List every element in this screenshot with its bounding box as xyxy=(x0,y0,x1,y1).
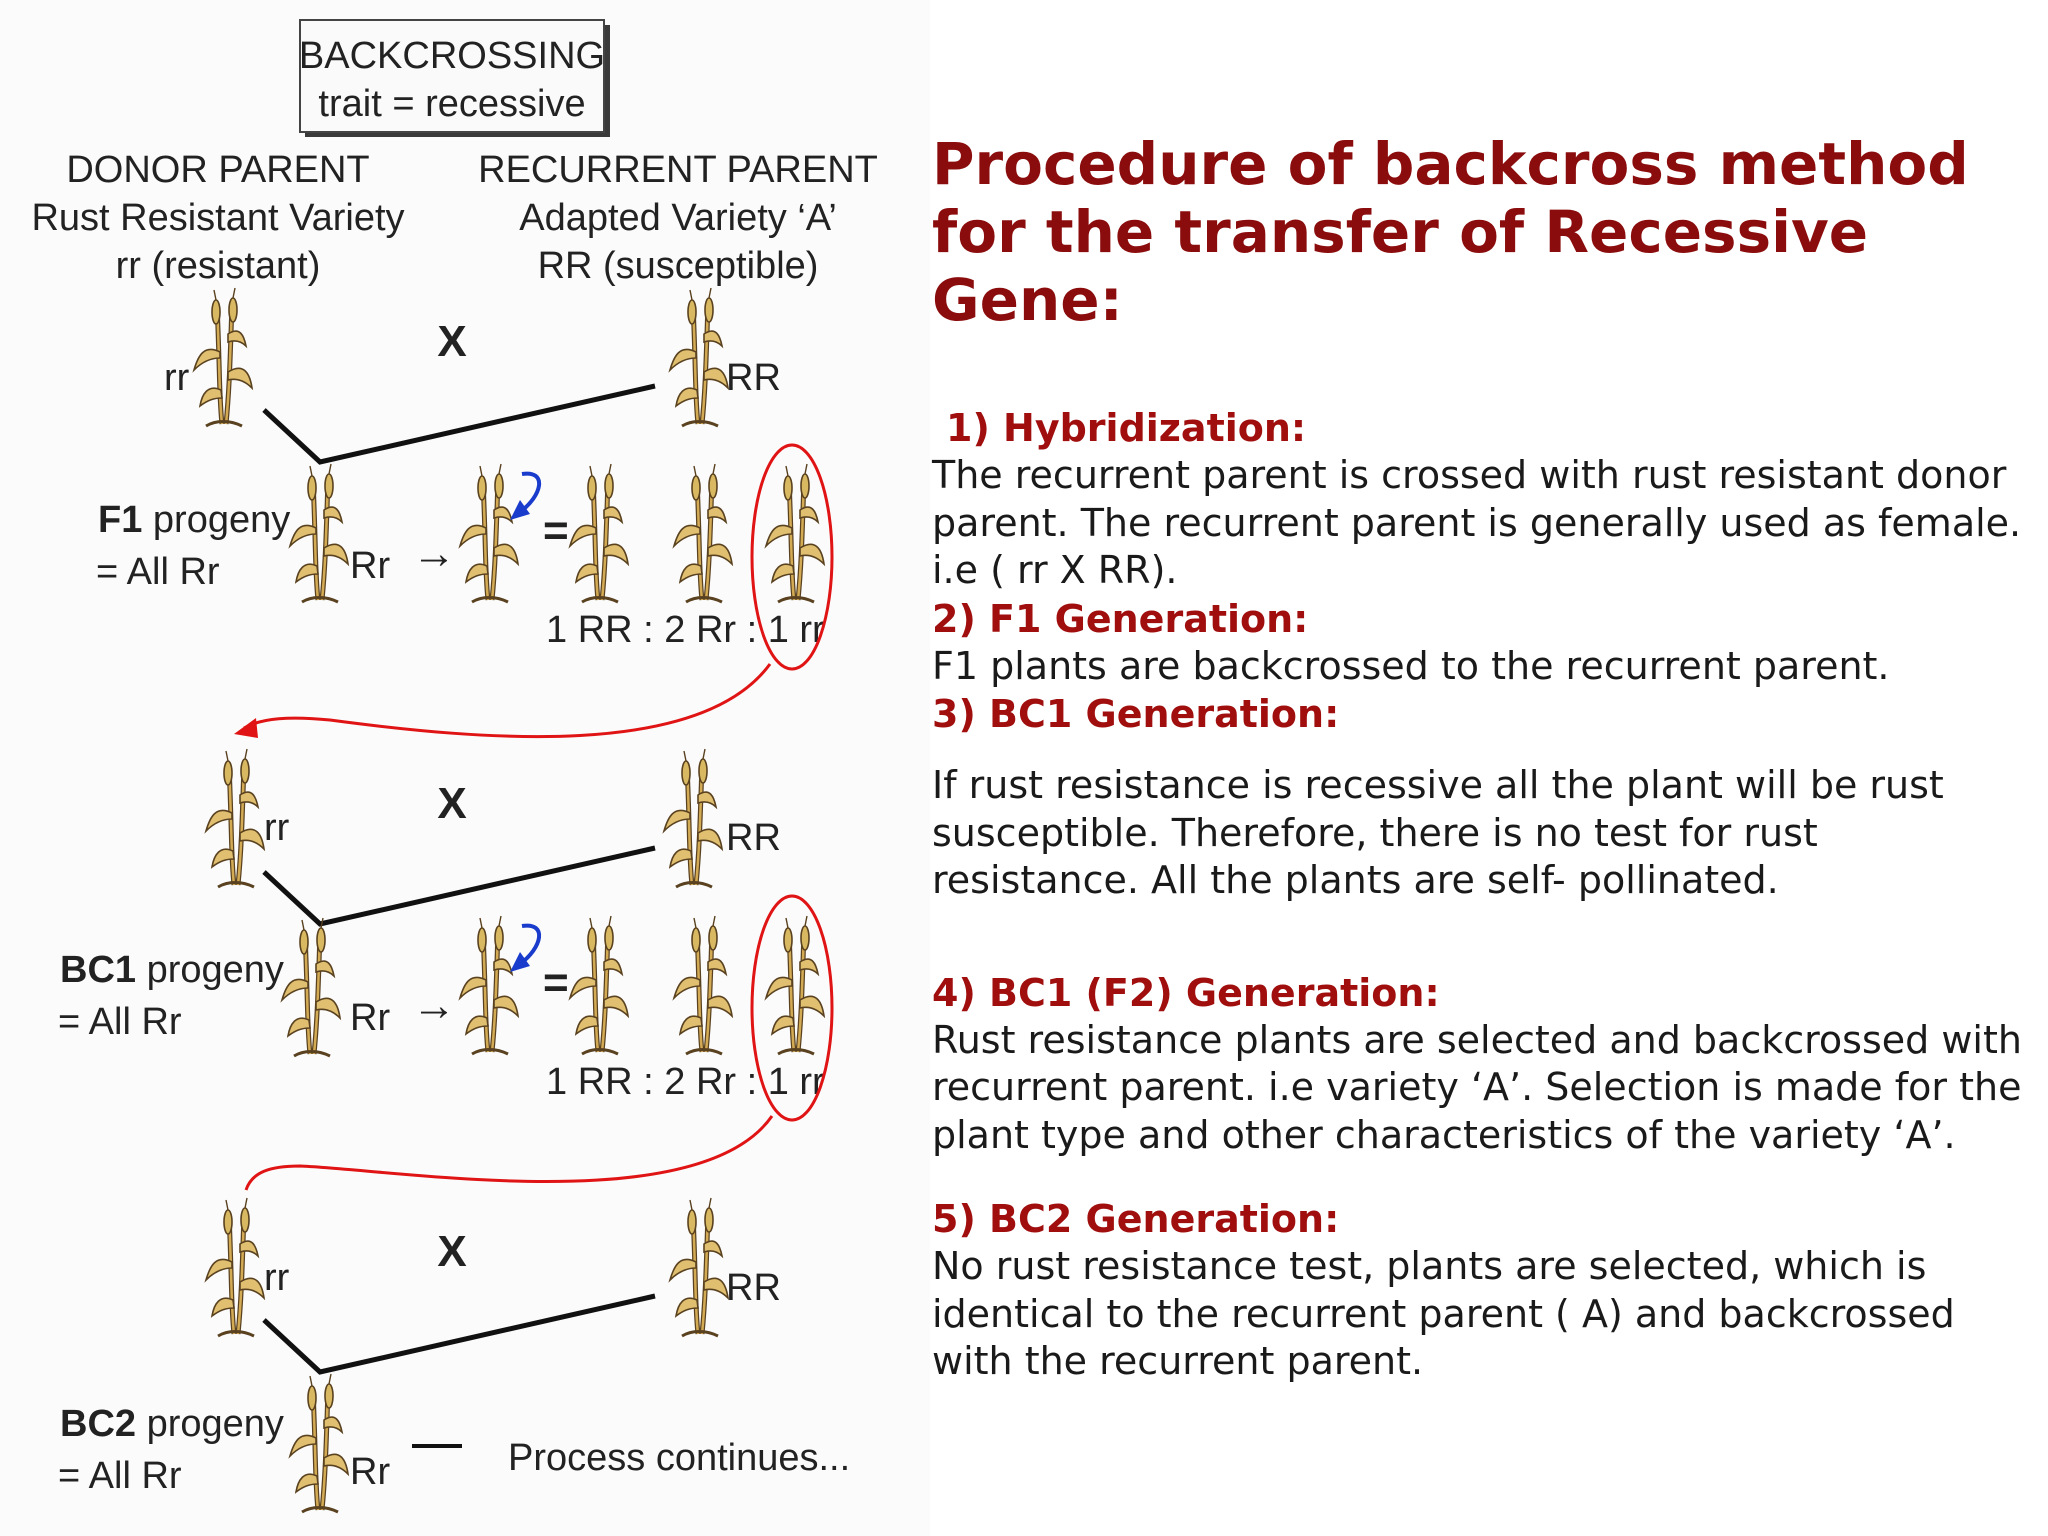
genotype-Rr: Rr xyxy=(350,1451,390,1493)
progeny-word: progeny xyxy=(147,1403,284,1445)
step-heading: 5) BC2 Generation: xyxy=(932,1197,1340,1241)
self-pollination-arrowhead xyxy=(510,500,530,520)
f1-all-rr: = All Rr xyxy=(96,551,220,593)
equals-symbol: = xyxy=(543,506,569,555)
recurrent-line1: Adapted Variety ‘A’ xyxy=(519,197,837,239)
donor-line1: Rust Resistant Variety xyxy=(31,197,404,239)
step-heading: 1) Hybridization: xyxy=(946,406,1307,450)
step-body: No rust resistance test, plants are sele… xyxy=(932,1244,1955,1383)
self-pollination-arrow xyxy=(518,471,542,514)
plant-icon xyxy=(570,464,628,602)
arrow-symbol: → xyxy=(412,529,456,578)
genotype-RR: RR xyxy=(726,817,781,859)
bc2-label: BC2 xyxy=(60,1403,136,1445)
selection-arrow xyxy=(244,1115,774,1191)
box-title: BACKCROSSING xyxy=(299,35,605,77)
plant-icon xyxy=(206,1198,264,1336)
self-pollination-arrow xyxy=(518,923,542,966)
page-title: Procedure of backcross method for the tr… xyxy=(932,130,1969,334)
plant-icon xyxy=(460,464,518,602)
progeny-word: progeny xyxy=(153,499,290,541)
bc1-all-rr: = All Rr xyxy=(58,1001,182,1043)
equals-symbol: = xyxy=(543,958,569,1007)
genotype-RR: RR xyxy=(726,357,781,399)
self-pollination-arrowhead xyxy=(510,952,530,972)
procedure-panel: Procedure of backcross method for the tr… xyxy=(932,130,2032,1386)
donor-line2: rr (resistant) xyxy=(116,245,321,287)
step-heading: 4) BC1 (F2) Generation: xyxy=(932,970,1440,1015)
step-body: The recurrent parent is crossed with rus… xyxy=(932,453,2022,592)
diagram-svg: BACKCROSSING trait = recessive DONOR PAR… xyxy=(31,19,878,1536)
genotype-Rr: Rr xyxy=(350,545,390,587)
segregation-ratio: 1 RR : 2 Rr : 1 rr xyxy=(546,1061,825,1103)
bc2-progeny-label: BC2 progeny xyxy=(60,1403,284,1445)
box-subtitle: trait = recessive xyxy=(318,83,585,125)
bc1-label: BC1 xyxy=(60,949,136,991)
plant-icon xyxy=(766,916,824,1054)
progeny-word: progeny xyxy=(147,949,284,991)
selection-circle xyxy=(750,443,834,671)
step-heading: 3) BC1 Generation: xyxy=(932,692,1340,736)
plant-icon xyxy=(674,464,732,602)
arrow-symbol: → xyxy=(412,981,456,1030)
cross-symbol: X xyxy=(437,779,466,828)
cross-connector xyxy=(262,383,656,465)
plant-icon xyxy=(570,916,628,1054)
plant-icon xyxy=(766,464,824,602)
plant-icon xyxy=(282,918,340,1056)
title-box xyxy=(299,19,605,133)
f1-label: F1 xyxy=(98,499,142,541)
cross-symbol: X xyxy=(437,317,466,366)
bc1-progeny-label: BC1 progeny xyxy=(60,949,284,991)
selection-arrow xyxy=(243,663,772,739)
plant-icon xyxy=(460,916,518,1054)
selection-circle xyxy=(750,894,834,1122)
step-body: Rust resistance plants are selected and … xyxy=(932,1017,2022,1157)
genotype-rr: rr xyxy=(164,357,190,399)
plant-icon xyxy=(670,1198,728,1336)
f1-progeny-label: F1 progeny xyxy=(98,499,290,541)
cross-connector xyxy=(262,845,656,927)
genotype-rr: rr xyxy=(264,807,290,849)
plant-icon xyxy=(206,749,264,887)
cross-symbol: X xyxy=(437,1227,466,1276)
genotype-rr: rr xyxy=(264,1257,290,1299)
step-body: F1 plants are backcrossed to the recurre… xyxy=(932,643,1890,688)
step-heading: 2) F1 Generation: xyxy=(932,596,1309,641)
genotype-Rr: Rr xyxy=(350,997,390,1039)
plant-icon xyxy=(664,749,722,887)
backcross-diagram: BACKCROSSING trait = recessive DONOR PAR… xyxy=(0,0,930,1536)
plant-icon xyxy=(670,288,728,426)
cross-connector xyxy=(262,1293,656,1375)
genotype-RR: RR xyxy=(726,1267,781,1309)
recurrent-line2: RR (susceptible) xyxy=(538,245,819,287)
plant-icon xyxy=(194,288,252,426)
step-body: If rust resistance is recessive all the … xyxy=(932,763,1944,902)
bc2-all-rr: = All Rr xyxy=(58,1455,182,1497)
selection-arrowhead xyxy=(234,718,258,738)
plant-icon xyxy=(290,1374,348,1512)
segregation-ratio: 1 RR : 2 Rr : 1 rr xyxy=(546,609,825,651)
recurrent-heading: RECURRENT PARENT xyxy=(478,149,878,191)
plant-icon xyxy=(290,464,348,602)
donor-heading: DONOR PARENT xyxy=(66,149,369,191)
plant-icon xyxy=(674,916,732,1054)
process-continues: Process continues... xyxy=(508,1437,850,1479)
